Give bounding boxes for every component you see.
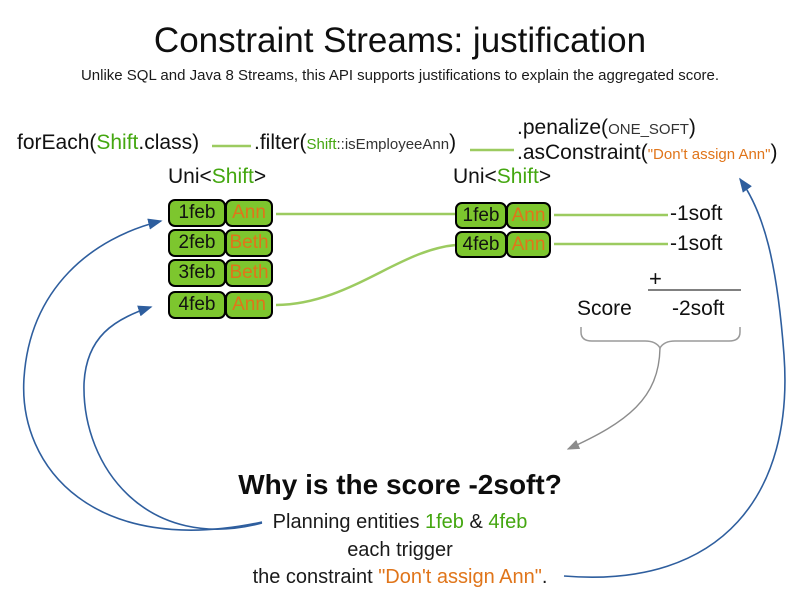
code-filter: .filter(Shift::isEmployeeAnn) <box>254 131 456 155</box>
stream-label-right: Uni<Shift> <box>453 165 551 189</box>
shift-date-cell: 2feb <box>168 229 226 257</box>
expl1-prefix: Planning entities <box>272 511 425 533</box>
code-penalize: .penalize(ONE_SOFT) <box>517 116 696 140</box>
table-row: 3feb Beth <box>168 259 273 287</box>
shift-date-cell: 3feb <box>168 259 226 287</box>
code-foreach: forEach(Shift.class) <box>17 131 199 155</box>
table-row: 2feb Beth <box>168 229 273 257</box>
expl1-entity2: 4feb <box>488 511 528 533</box>
plus-sign: + <box>649 266 662 291</box>
penalty-label: -1soft <box>670 232 723 255</box>
filter-class: Shift <box>306 136 337 153</box>
shift-date-cell: 4feb <box>168 291 226 319</box>
uni-right-suffix: > <box>538 165 552 188</box>
explanation-line-3: the constraint "Don't assign Ann". <box>0 566 800 589</box>
blue-arrow-to-4feb <box>83 305 263 530</box>
shift-employee-cell: Beth <box>225 229 273 257</box>
explanation-heading: Why is the score -2soft? <box>238 469 562 500</box>
foreach-class: Shift <box>96 131 139 154</box>
expl3-constraint: "Don't assign Ann" <box>378 566 542 588</box>
shift-employee-cell: Ann <box>506 231 551 258</box>
asconstraint-suffix: ) <box>770 141 778 164</box>
shift-date-cell: 1feb <box>455 202 507 229</box>
code-asconstraint: .asConstraint("Don't assign Ann") <box>517 141 777 165</box>
penalize-prefix: .penalize( <box>517 116 609 139</box>
uni-left-class: Shift <box>211 165 254 188</box>
shift-employee-cell: Beth <box>225 259 273 287</box>
asconstraint-prefix: .asConstraint( <box>517 141 648 164</box>
expl1-amp: & <box>463 511 489 533</box>
blue-arrow-to-1feb <box>22 218 263 531</box>
green-connector-row4 <box>275 243 457 307</box>
table-row: 1feb Ann <box>455 202 551 229</box>
explanation-line-1: Planning entities 1feb & 4feb <box>0 511 800 534</box>
uni-right-class: Shift <box>496 165 539 188</box>
foreach-suffix: .class) <box>138 131 200 154</box>
brace-to-why-arrow <box>566 347 661 450</box>
penalize-suffix: ) <box>688 116 696 139</box>
filter-method: ::isEmployeeAnn <box>336 136 450 153</box>
penalize-arg: ONE_SOFT <box>608 121 689 138</box>
subtitle: Unlike SQL and Java 8 Streams, this API … <box>80 67 720 84</box>
left-shift-table: 1feb Ann 2feb Beth 3feb Beth 4feb Ann <box>168 199 273 319</box>
filter-prefix: .filter( <box>254 131 307 154</box>
expl3-suffix: . <box>541 566 548 588</box>
penalty-label: -1soft <box>670 202 723 225</box>
shift-employee-cell: Ann <box>506 202 551 229</box>
score-total: -2soft <box>672 297 725 320</box>
filter-suffix: ) <box>449 131 457 154</box>
explanation-line-2: each trigger <box>347 539 453 561</box>
asconstraint-arg: "Don't assign Ann" <box>647 146 771 163</box>
table-row: 4feb Ann <box>168 291 273 319</box>
shift-date-cell: 4feb <box>455 231 507 258</box>
score-label: Score <box>577 297 632 320</box>
shift-employee-cell: Ann <box>225 291 273 319</box>
expl3-prefix: the constraint <box>252 566 379 588</box>
shift-employee-cell: Ann <box>225 199 273 227</box>
stream-label-left: Uni<Shift> <box>168 165 266 189</box>
table-row: 1feb Ann <box>168 199 273 227</box>
right-shift-table: 1feb Ann 4feb Ann <box>455 202 551 258</box>
page-title: Constraint Streams: justification <box>153 21 647 60</box>
foreach-prefix: forEach( <box>17 131 97 154</box>
table-row: 4feb Ann <box>455 231 551 258</box>
uni-left-prefix: Uni< <box>168 165 212 188</box>
expl1-entity1: 1feb <box>425 511 464 533</box>
blue-arrow-to-constraint <box>563 177 786 578</box>
score-brace <box>580 327 741 350</box>
shift-date-cell: 1feb <box>168 199 226 227</box>
uni-right-prefix: Uni< <box>453 165 497 188</box>
uni-left-suffix: > <box>253 165 267 188</box>
